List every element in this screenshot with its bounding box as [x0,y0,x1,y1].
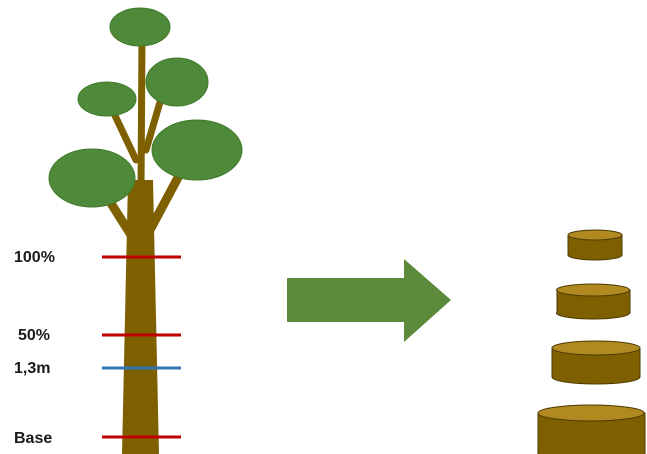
disc-second [556,283,631,320]
foliage-upper-right [145,57,209,107]
disc-bottom [537,404,646,454]
label-mid: 50% [18,327,50,344]
label-base: Base [14,430,52,447]
disc-third [551,340,641,385]
foliage-upper-left [77,81,137,117]
label-top: 100% [14,249,55,266]
foliage-lower-left [48,148,136,208]
label-dbh: 1,3m [14,360,50,377]
tree-foliage [48,7,243,208]
tree-trunk [122,180,159,454]
foliage-top [109,7,171,47]
foliage-lower-right [151,119,243,181]
disc-top [567,229,623,261]
right-arrow-icon [287,259,451,342]
branch-top [137,31,146,194]
